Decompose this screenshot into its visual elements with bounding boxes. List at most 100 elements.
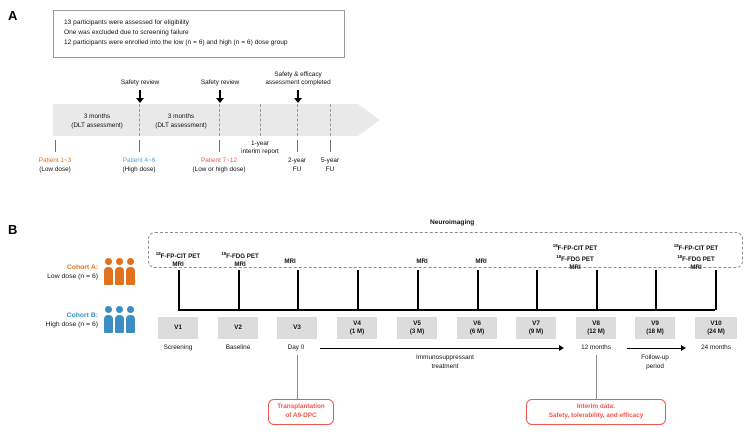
phase-1-line1: Immunosuppressant [416,354,474,361]
event-arrow-2-stem [219,90,221,99]
followup-arrow-head [681,345,686,351]
callout-1-line2: of A9-DPC [285,412,317,419]
visit-id-v3: V3 [293,324,301,331]
event-label-safety-review-1: Safety review [120,79,160,86]
visit-drop-v4 [357,270,359,310]
milestone-2-line1: Patient 4~6 [122,157,156,164]
person-body [115,267,124,285]
event-arrow-2-head [216,98,224,103]
band-divider-2 [219,104,220,136]
followup-arrow-line [627,348,682,350]
visit-box-v5[interactable]: V5 (3 M) [397,317,437,339]
visit-drop-v9 [655,270,657,310]
immunosuppressant-arrow-line [320,348,560,350]
imaging-v10-line3: MRI [690,264,702,272]
visit-id-v1: V1 [174,324,182,331]
milestone-tick-5 [330,140,331,152]
band-segment-1: 3 months (DLT assessment) [55,112,139,130]
visit-drop-v8 [596,270,598,310]
callout-connector-interim [596,355,598,400]
person-body [115,315,124,333]
band-segment-2-line2: (DLT assessment) [155,122,207,129]
visit-id-v2: V2 [234,324,242,331]
imaging-label-v10: 18F-FP-CIT PET 18F-FDG PET MRI [655,242,737,272]
visit-box-v4[interactable]: V4 (1 M) [337,317,377,339]
cohort-b-n: (n = 6) [78,321,98,328]
visit-drop-v6 [477,270,479,310]
band-segment-2-line1: 3 months [167,113,195,120]
event-arrow-3-head [294,98,302,103]
visit-box-v6[interactable]: V6 (6 M) [457,317,497,339]
milestone-label-5-year-fu: 5-year FU [305,157,355,174]
visit-box-v8[interactable]: V8 (12 M) [576,317,616,339]
imaging-v6-line1: MRI [475,258,487,265]
visit-box-v10[interactable]: V10 (24 M) [695,317,737,339]
event-arrow-3-stem [297,90,299,99]
event-arrow-1-stem [139,90,141,99]
visit-id-v5: V5 [413,320,421,327]
visit-drop-v7 [536,270,538,310]
person-head [105,258,112,265]
interim-report-line1: 1-year [250,140,270,147]
visit-id-v10: V10 [710,320,722,327]
visit-box-v9[interactable]: V9 (18 M) [635,317,675,339]
phase-2-line1: Follow-up [641,354,669,361]
cohort-b-name: Cohort B: [66,312,98,319]
callout-interim-data: Interim data: Safety, tolerability, and … [526,399,666,425]
event-arrow-1-head [136,98,144,103]
imaging-label-v2: 18F-FDG PET MRI [200,250,280,269]
imaging-label-v3: MRI [265,258,315,266]
milestone-label-patient-4-6: Patient 4~6 (High dose) [102,157,176,174]
visit-box-v3[interactable]: V3 [277,317,317,339]
visit-box-v7[interactable]: V7 (9 M) [516,317,556,339]
cohort-a-label: Cohort A: [20,263,98,272]
milestone-label-2-year-fu: 2-year FU [272,157,322,174]
visit-id-v9: V9 [651,320,659,327]
panel-a-letter: A [8,8,18,23]
band-divider-1 [139,104,140,136]
imaging-label-v8: 18F-FP-CIT PET 18F-FDG PET MRI [534,242,616,272]
visit-month-v4: (1 M) [349,328,365,335]
immunosuppressant-arrow-head [559,345,564,351]
milestone-tick-2 [139,140,140,152]
visit-month-v7: (9 M) [528,328,544,335]
interim-report-line2: interim report [241,148,279,155]
callout-transplantation: Transplantation of A9-DPC [268,399,334,425]
panel-b-letter: B [8,222,18,237]
cohort-b-dose-text: High dose [45,321,77,328]
visit-month-v5: (3 M) [409,328,425,335]
milestone-1-line1: Patient 1~3 [38,157,72,164]
cohort-a-dose-text: Low dose [47,273,77,280]
imaging-v3-line1: MRI [284,258,296,265]
imaging-v8-line3: MRI [569,264,581,272]
imaging-v1-line1: 18F-FP-CIT PET [155,251,201,261]
neuroimaging-title: Neuroimaging [430,219,475,226]
milestone-2-line2: (High dose) [122,165,156,173]
callout-connector-transplantation [297,355,299,400]
visit-drop-v3 [297,270,299,310]
phase-label-followup: Follow-up period [624,354,686,371]
enrollment-line-1: 13 participants were assessed for eligib… [64,19,189,26]
neuroimaging-group-box [148,232,743,268]
phase-1-line2: treatment [431,362,459,370]
person-head [105,306,112,313]
person-body [104,267,113,285]
person-head [127,258,134,265]
cohort-a-dose: Low dose (n = 6) [20,273,98,280]
milestone-5-line1: 5-year [320,157,340,164]
visit-month-v6: (6 M) [469,328,485,335]
event-label-safety-efficacy-line1: Safety & efficacy [274,71,322,78]
cohort-b-label: Cohort B: [20,311,98,320]
visit-id-v8: V8 [592,320,600,327]
callout-1-line1: Transplantation [277,403,325,411]
person-head [116,306,123,313]
visit-box-v2[interactable]: V2 [218,317,258,339]
visit-id-v7: V7 [532,320,540,327]
person-body [126,267,135,285]
imaging-v2-line2: MRI [234,261,246,269]
visit-box-v1[interactable]: V1 [158,317,198,339]
cohort-a-people-icon [104,258,138,286]
enrollment-line-3: 12 participants were enrolled into the l… [64,39,288,46]
visit-month-v10: (24 M) [707,328,725,335]
milestone-label-patient-1-3: Patient 1~3 (Low dose) [18,157,92,174]
